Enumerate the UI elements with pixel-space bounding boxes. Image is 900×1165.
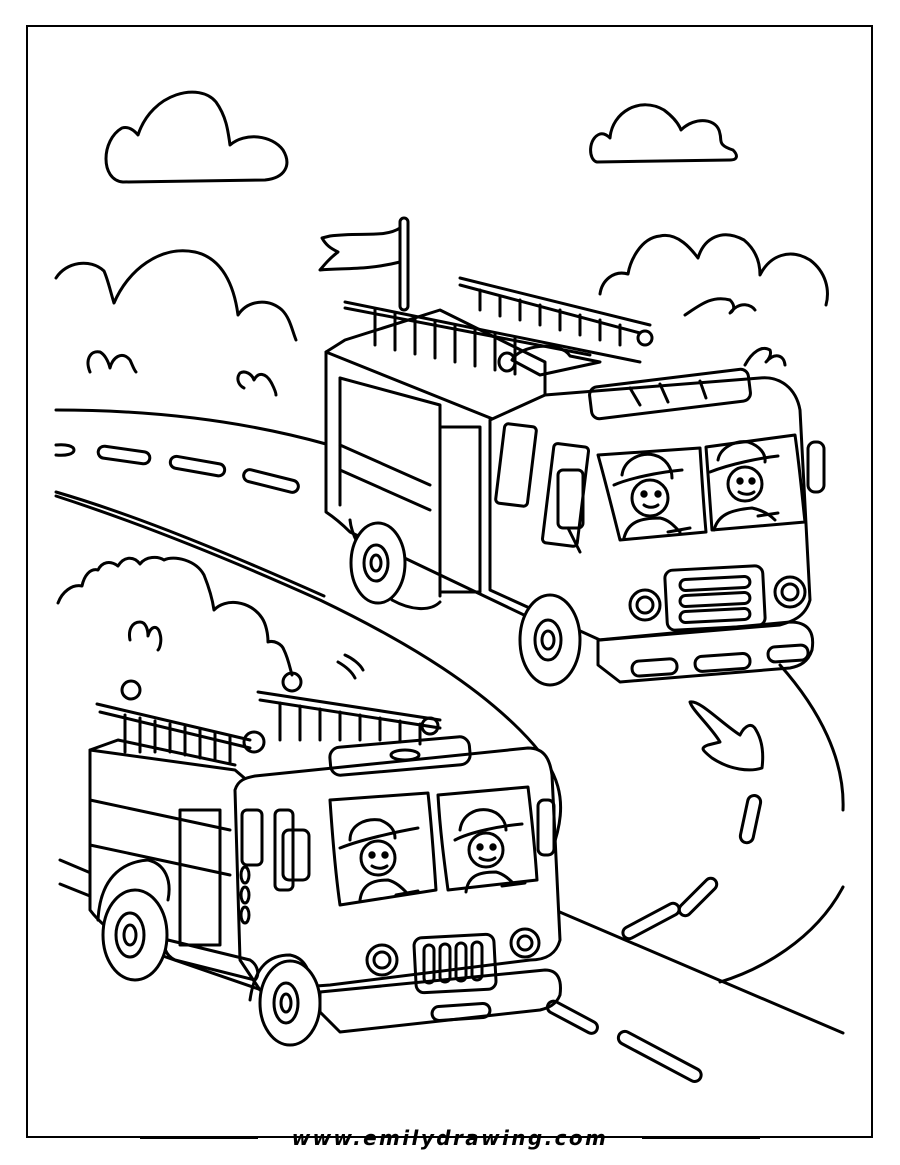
firefighter-lower-left <box>338 818 420 902</box>
footer-rule-right <box>642 1137 761 1139</box>
fire-truck-lower <box>88 671 562 1047</box>
firefighter-upper-left <box>612 452 692 540</box>
bush-upper-left-icon <box>54 249 298 397</box>
footer: www.emilydrawing.com <box>0 1120 900 1156</box>
bush-upper-right-icon <box>598 233 829 367</box>
website-url: www.emilydrawing.com <box>291 1126 609 1150</box>
firefighter-upper-right <box>708 440 780 532</box>
firefighter-lower-right <box>453 808 527 894</box>
bush-mid-left-icon <box>56 555 365 680</box>
page-border <box>26 25 873 1138</box>
cloud-right-icon <box>589 103 738 164</box>
flag-icon <box>318 216 410 312</box>
cloud-left-icon <box>104 90 289 184</box>
footer-rule-left <box>139 1137 258 1139</box>
fire-truck-upper <box>324 276 826 687</box>
